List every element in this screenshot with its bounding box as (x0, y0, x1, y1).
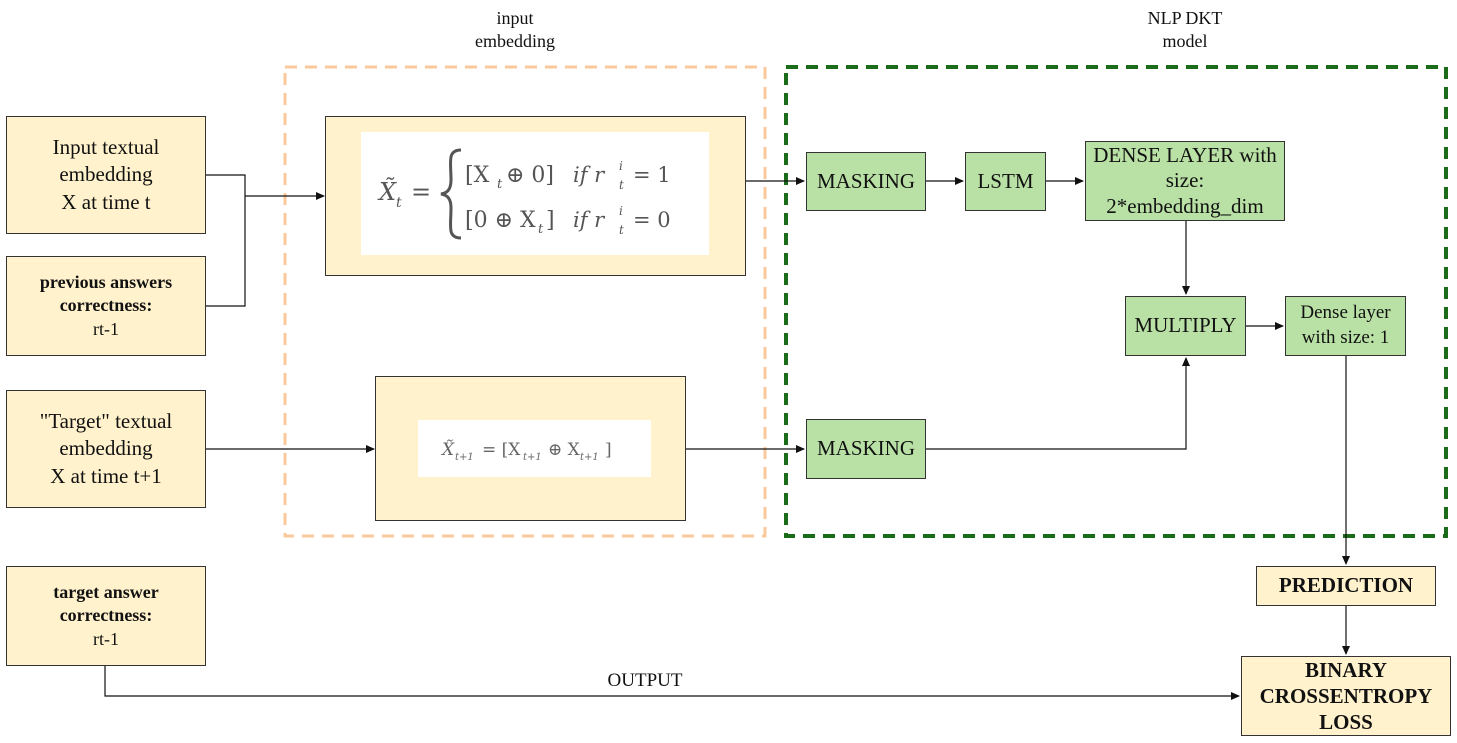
case1-cond: if r (573, 163, 606, 187)
brace-shape (440, 148, 462, 240)
nlp-dkt-model-label: NLP DKT model (1147, 8, 1223, 51)
dense-layer-big: DENSE LAYER with size: 2*embedding_dim (1085, 141, 1285, 221)
case2-sub: t (538, 222, 544, 237)
wire-masking2-to-multiply (925, 357, 1190, 450)
case2-tail: ] (546, 208, 555, 233)
formula-xt1: X̃ t+1 = [X t+1 ⊕ X t+1 ] (440, 440, 612, 463)
wire-target-correctness-to-loss (104, 666, 1240, 700)
target-answer-value: rt-1 (93, 628, 119, 649)
multiply-label: MULTIPLY (1134, 313, 1237, 338)
case2-cond-val: = 0 (633, 208, 671, 232)
wire-prev-to-merge (205, 196, 246, 307)
input-textual-line3: X at time t (61, 189, 151, 214)
input-textual-line2: embedding (59, 162, 153, 187)
prediction-label: PREDICTION (1278, 573, 1414, 598)
input-embedding-frame (283, 65, 767, 538)
loss-node: BINARY CROSSENTROPY LOSS (1241, 656, 1451, 736)
target-textual-line2: embedding (59, 436, 153, 461)
target-textual-line3: X at time t+1 (50, 463, 162, 488)
prediction-node: PREDICTION (1256, 566, 1436, 606)
case1-tail: ⊕ 0] (506, 163, 554, 188)
dense-big-label: DENSE LAYER with size: 2*embedding_dim (1093, 143, 1277, 218)
dense-small-label: Dense layer with size: 1 (1300, 302, 1391, 348)
case1-sub: t (497, 177, 503, 192)
previous-answers-correctness: previous answers correctness: rt-1 (6, 256, 206, 356)
input-textual-line1: Input textual (52, 135, 160, 160)
formula-xt: X̃ t = [X t ⊕ 0] if r i t = 1 [0 ⊕ X t ]… (377, 148, 671, 240)
xt1-lhs: X̃ (440, 440, 455, 460)
xt1-rhs-sub: t+1 (523, 452, 542, 463)
case2-lhs: [0 ⊕ X (465, 208, 536, 233)
dense-layer-small: Dense layer with size: 1 (1285, 296, 1406, 356)
target-textual-line1: "Target" textual (39, 409, 173, 434)
masking-2-label: MASKING (816, 436, 915, 461)
lstm-label: LSTM (977, 168, 1034, 193)
case1-cond-sub: t (619, 178, 624, 192)
case2-cond-sup: i (619, 204, 623, 218)
masking-1-label: MASKING (816, 168, 915, 193)
formula-card-xt1: X̃ t+1 = [X t+1 ⊕ X t+1 ] (418, 420, 651, 477)
case1-cond-val: = 1 (633, 163, 671, 187)
formula-card-xt: X̃ t = [X t ⊕ 0] if r i t = 1 [0 ⊕ X t ]… (361, 132, 709, 255)
masking-node-2: MASKING (806, 419, 926, 479)
previous-answers-title: previous answers correctness: (39, 271, 173, 316)
input-embedding-label: input embedding (475, 8, 555, 51)
case1-cond-sup: i (619, 159, 623, 173)
previous-answers-value: rt-1 (93, 318, 119, 339)
target-answer-correctness: target answer correctness: rt-1 (6, 566, 206, 666)
lstm-node: LSTM (965, 152, 1046, 211)
target-textual-embedding: "Target" textual embedding X at time t+1 (6, 390, 206, 508)
loss-label: BINARY CROSSENTROPY LOSS (1259, 657, 1433, 735)
xt1-lhs-sub: t+1 (455, 452, 474, 463)
case2-cond-sub: t (619, 223, 624, 237)
xt1-rhs: = [X (482, 440, 521, 460)
xt-lhs: X̃ (377, 178, 397, 206)
target-answer-title: target answer correctness: (53, 581, 159, 626)
nlp-dkt-frame (784, 65, 1448, 538)
output-label: OUTPUT (607, 670, 683, 691)
input-textual-embedding: Input textual embedding X at time t (6, 116, 206, 234)
multiply-node: MULTIPLY (1125, 296, 1246, 356)
masking-node-1: MASKING (806, 152, 926, 211)
xt1-op-sub: t+1 (580, 452, 599, 463)
xt1-op: ⊕ X (548, 440, 581, 460)
case2-cond: if r (573, 208, 606, 232)
xt1-close: ] (605, 440, 612, 460)
wire-textual-to-merge (205, 174, 246, 196)
case1-lhs: [X (465, 163, 490, 188)
xt-lhs-sub: t (396, 195, 402, 211)
xt-equals: = (411, 178, 431, 206)
